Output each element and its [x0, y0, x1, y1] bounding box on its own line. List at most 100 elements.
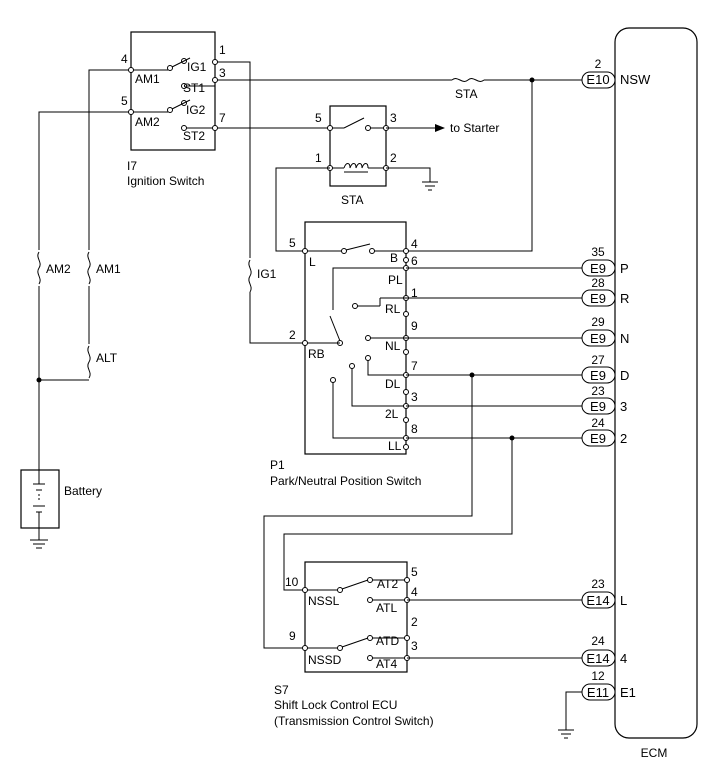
ig-contact-ig1: IG1 [187, 60, 207, 74]
sl-output-wires [407, 599, 582, 659]
sta-pin-3: 3 [390, 111, 397, 125]
ig-contact-st1: ST1 [183, 81, 205, 95]
ig1-wire [212, 59, 305, 344]
sta-relay-box [329, 105, 387, 187]
sl-contact-at2: AT2 [377, 577, 398, 591]
pnp-output-wires [263, 267, 582, 649]
ig-pin-5: 5 [121, 94, 128, 108]
sta-relay-label: STA [341, 193, 363, 207]
pnp-ref: P1 [270, 458, 285, 472]
e1-ground-icon [558, 691, 582, 739]
ecm-conn-2: E9 [590, 291, 606, 306]
ecm-conn-5: E9 [590, 399, 606, 414]
sl-pin-2: 2 [411, 615, 418, 629]
battery-box [20, 469, 60, 529]
ecm-pin-7: 23 [591, 577, 605, 591]
ecm-pin-9: 12 [591, 669, 605, 683]
fuse-ig1: IG1 [257, 267, 277, 281]
pnp-pin-4: 4 [411, 237, 418, 251]
ecm-terminal-2: E9 28 R [581, 276, 629, 307]
sta-pin-1: 1 [315, 151, 322, 165]
ecm-label-2: R [620, 291, 629, 306]
ecm-conn-4: E9 [590, 368, 606, 383]
ecm-terminal-3: E9 29 N [581, 315, 629, 347]
ecm-label-7: L [620, 593, 627, 608]
sl-contact-nssd: NSSD [308, 653, 342, 667]
pnp-contact-nl: NL [385, 339, 401, 353]
ecm-terminal-5: E9 23 3 [581, 384, 627, 415]
ecm-label-9: E1 [620, 685, 636, 700]
sl-ref: S7 [274, 683, 289, 697]
ecm-conn-6: E9 [590, 431, 606, 446]
sl-subname: (Transmission Control Switch) [274, 714, 434, 728]
ecm-label-5: 3 [620, 399, 627, 414]
ecm-label-3: N [620, 331, 629, 346]
fuse-am2: AM2 [46, 262, 71, 276]
ecm-conn-8: E14 [586, 651, 609, 666]
shift-lock-contacts [302, 577, 410, 661]
sl-contact-atl: ATL [376, 601, 397, 615]
ecm-pin-1: 35 [591, 245, 605, 259]
pnp-pin-6: 6 [411, 254, 418, 268]
sta-pin-2: 2 [390, 151, 397, 165]
pnp-contact-pl: PL [388, 273, 403, 287]
ecm-pin-0: 2 [595, 57, 602, 71]
ecm-pin-5: 23 [591, 384, 605, 398]
ecm-conn-1: E9 [590, 261, 606, 276]
pnp-contact-b: B [390, 251, 398, 265]
ecm-conn-7: E14 [586, 593, 609, 608]
ecm-pin-8: 24 [591, 634, 605, 648]
ecm-pin-4: 27 [591, 353, 605, 367]
ig-contact-st2: ST2 [183, 129, 205, 143]
ig-pin-1: 1 [219, 43, 226, 57]
pnp-contact-ll: LL [388, 439, 402, 453]
sl-name: Shift Lock Control ECU [274, 698, 397, 712]
ecm-label-0: NSW [620, 72, 651, 87]
sl-pin-3: 3 [411, 639, 418, 653]
fuse-am1: AM1 [96, 262, 121, 276]
sl-pin-5: 5 [411, 565, 418, 579]
ecm-terminal-4: E9 27 D [581, 353, 629, 384]
ignition-switch-contacts [131, 57, 215, 131]
ecm-terminal-6: E9 24 2 [581, 416, 627, 447]
ig-pin-4: 4 [121, 52, 128, 66]
ecm-label-8: 4 [620, 651, 627, 666]
ig-pin-7: 7 [219, 111, 226, 125]
ecm-conn-0: E10 [586, 72, 609, 87]
nsw-wire [212, 77, 582, 252]
sl-pin-10: 10 [285, 575, 299, 589]
battery-label: Battery [64, 484, 102, 498]
ecm-label-6: 2 [620, 431, 627, 446]
fuse-sta: STA [455, 87, 477, 101]
battery-icon [30, 470, 48, 549]
ground-icon [386, 167, 438, 191]
sl-contact-nssl: NSSL [308, 594, 340, 608]
power-wires [36, 67, 134, 470]
ecm-pin-2: 28 [591, 276, 605, 290]
to-starter-label: to Starter [450, 121, 499, 135]
sl-contact-at4: AT4 [376, 657, 397, 671]
ignition-switch-box [130, 31, 216, 151]
sta-pin-5: 5 [315, 111, 322, 125]
ig-name: Ignition Switch [127, 174, 204, 188]
ecm-pin-3: 29 [591, 315, 605, 329]
fuse-alt: ALT [96, 351, 118, 365]
ecm-terminal-7: E14 23 L [581, 577, 627, 609]
ecm-label-4: D [620, 368, 629, 383]
ecm-label-1: P [620, 261, 629, 276]
ecm-terminal-0: E10 2 NSW [581, 57, 651, 89]
ig-pin-3: 3 [219, 66, 226, 80]
ig-contact-ig2: IG2 [186, 103, 206, 117]
pnp-contact-l: L [309, 255, 316, 269]
ig-contact-am1: AM1 [135, 72, 160, 86]
pnp-contact-rb: RB [308, 347, 325, 361]
ig-ref: I7 [127, 159, 137, 173]
pnp-pin-1: 1 [411, 286, 418, 300]
sl-pin-9: 9 [289, 629, 296, 643]
pnp-pin-8: 8 [411, 422, 418, 436]
ecm-box [614, 27, 698, 739]
ecm-conn-9: E11 [587, 685, 609, 700]
sl-contact-atd: ATD [376, 634, 399, 648]
ecm-pin-6: 24 [591, 416, 605, 430]
